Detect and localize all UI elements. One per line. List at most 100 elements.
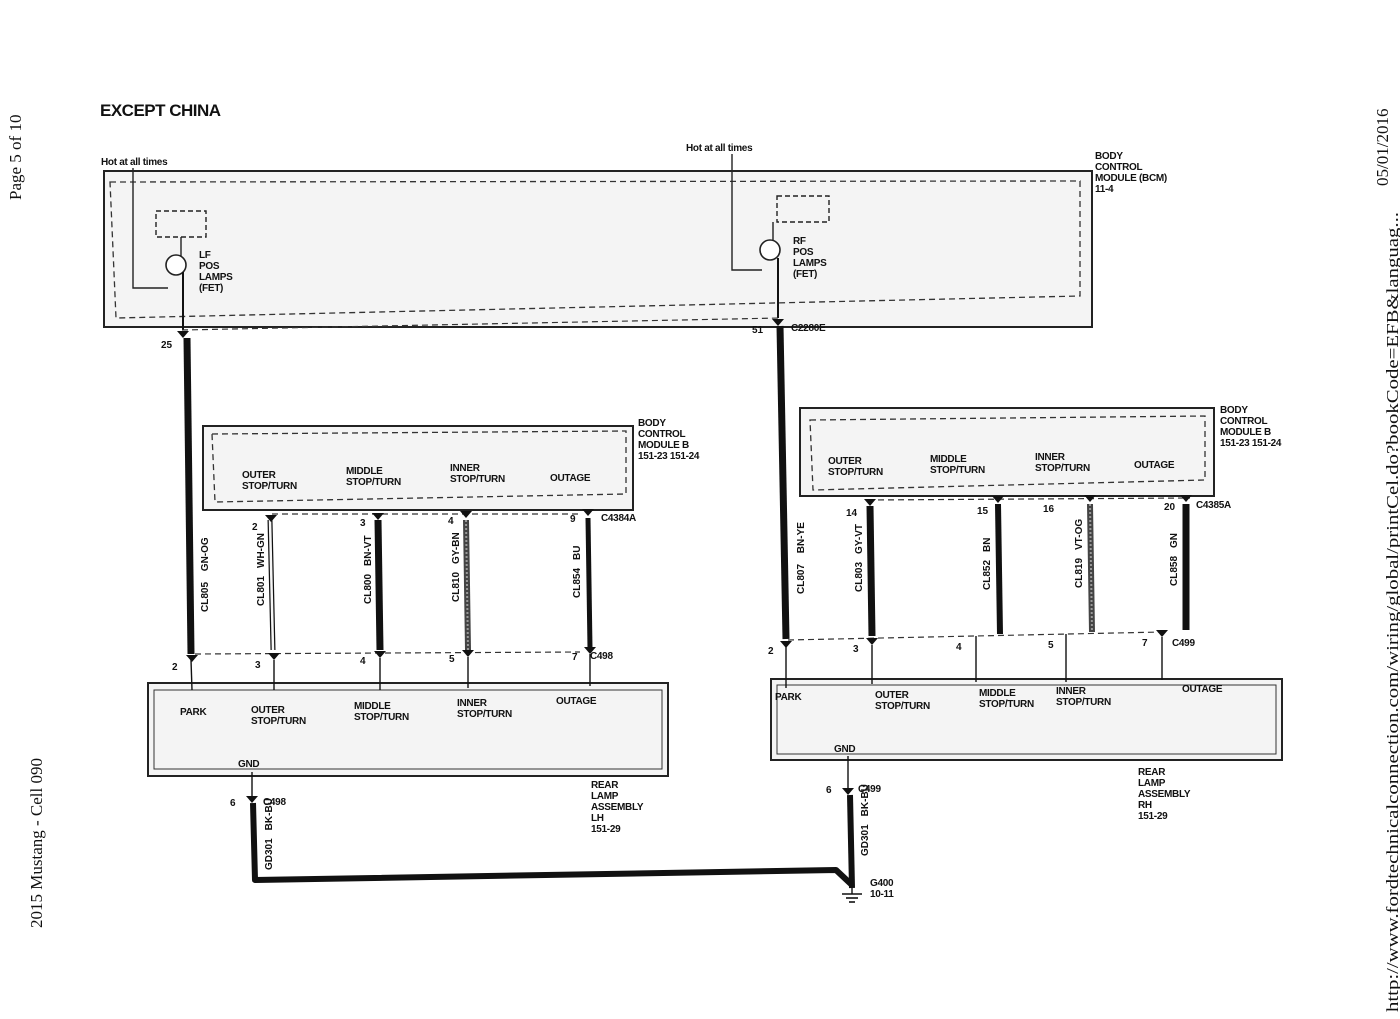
lh-assembly-label: REAR LAMP ASSEMBLY LH 151-29 bbox=[591, 780, 646, 835]
wire-label-cl852: CL852BN bbox=[982, 538, 993, 590]
page-number: Page 5 of 10 bbox=[6, 115, 25, 200]
body-control-module-b-right: BODY CONTROL MODULE B 151-23 151-24 bbox=[799, 405, 1282, 497]
pin-2: 2 bbox=[768, 646, 774, 657]
document-title: 2015 Mustang - Cell 090 bbox=[27, 758, 46, 928]
ground-wire-left: GND 6 C498 GD301BK-BU bbox=[230, 759, 855, 888]
g400-ref: 10-11 bbox=[870, 889, 894, 900]
park-label-right: PARK bbox=[775, 692, 802, 703]
pin-top: 2 bbox=[252, 522, 258, 533]
pin-bottom: 3 bbox=[853, 644, 859, 655]
c498-connector: C498 bbox=[590, 651, 613, 662]
pin-bottom: 5 bbox=[1048, 640, 1054, 651]
gnd-label-right: GND bbox=[834, 744, 855, 755]
wire-label-cl858: CL858GN bbox=[1169, 533, 1180, 586]
wire-label-cl807: CL807 BN-YE bbox=[796, 522, 807, 594]
pin-top: 14 bbox=[846, 508, 858, 519]
pin-bottom: 3 bbox=[255, 660, 261, 671]
lf-fet-label: LF POS LAMPS (FET) bbox=[199, 250, 235, 294]
wire-label-cl801: CL801WH-GN bbox=[256, 533, 267, 606]
rf-pos-lamps-fet: RF POS LAMPS (FET) bbox=[759, 195, 830, 280]
pin-top: 16 bbox=[1043, 504, 1055, 515]
g400-label: G400 bbox=[870, 878, 894, 889]
pin-bottom: 7 bbox=[1142, 638, 1148, 649]
wire-label-cl819: CL819VT-OG bbox=[1074, 519, 1085, 588]
park-wire-right: CL807 BN-YE 2 PARK bbox=[768, 325, 807, 703]
pin-top: 20 bbox=[1164, 502, 1176, 513]
pin-bottom: 4 bbox=[360, 656, 366, 667]
rear-lamp-assembly-lh: REAR LAMP ASSEMBLY LH 151-29 bbox=[147, 682, 669, 835]
gnd-pin-right: 6 bbox=[826, 785, 832, 796]
gnd-pin-left: 6 bbox=[230, 798, 236, 809]
pin-top: 9 bbox=[570, 514, 576, 525]
pin-arrow bbox=[772, 319, 784, 326]
hot-label-left: Hot at all times bbox=[101, 157, 168, 168]
rh-assembly-label: REAR LAMP ASSEMBLY RH 151-29 bbox=[1138, 767, 1193, 822]
bcm-label: BODY CONTROL MODULE (BCM) 11-4 bbox=[1095, 151, 1169, 195]
body-control-module: BODY CONTROL MODULE (BCM) 11-4 bbox=[103, 151, 1169, 328]
signal-wire-lh-outage: OUTAGE 9 7 CL854BU OUTAGE C4384A C498 bbox=[550, 473, 636, 707]
c4384a-connector: C4384A bbox=[601, 513, 636, 524]
wire-label-cl800: CL800BN-VT bbox=[363, 535, 374, 604]
wire-label-cl854: CL854BU bbox=[572, 546, 583, 598]
diagram-title: EXCEPT CHINA bbox=[100, 101, 221, 120]
top-label: OUTAGE bbox=[550, 473, 591, 484]
rf-fet-label: RF POS LAMPS (FET) bbox=[793, 236, 829, 280]
source-url: http://www.fordtechnicalconnection.com/w… bbox=[1383, 212, 1400, 1012]
ground-icon bbox=[842, 888, 862, 903]
park-label-left: PARK bbox=[180, 707, 207, 718]
print-date: 05/01/2016 bbox=[1373, 109, 1392, 186]
lf-pos-lamps-fet: LF POS LAMPS (FET) bbox=[155, 210, 235, 294]
gnd-connector-right: C499 bbox=[858, 784, 881, 795]
park-wire-left: CL805 GN-OG 2 PARK bbox=[172, 337, 211, 718]
signal-wire-rh-outage: OUTAGE 20 7 CL858GN OUTAGE C4385A C499 bbox=[1134, 460, 1231, 695]
pin-2: 2 bbox=[172, 662, 178, 673]
pin-bottom: 4 bbox=[956, 642, 962, 653]
wire-label-cl810: CL810GY-BN bbox=[451, 532, 462, 602]
c4385a-connector: C4385A bbox=[1196, 500, 1231, 511]
pin-51: 51 bbox=[752, 325, 764, 336]
ground-wire-right: GND 6 C499 GD301BK-BU bbox=[826, 744, 882, 889]
wire-label-gd301-right: GD301BK-BU bbox=[860, 784, 871, 856]
wire-label-cl803: CL803GY-VT bbox=[854, 524, 865, 592]
body-control-module-b-left: BODY CONTROL MODULE B 151-23 151-24 bbox=[202, 418, 700, 511]
gnd-connector-left: C498 bbox=[263, 797, 286, 808]
pin-top: 3 bbox=[360, 518, 366, 529]
hot-label-right: Hot at all times bbox=[686, 143, 753, 154]
bottom-label: OUTAGE bbox=[556, 696, 597, 707]
c2280e-connector: C2280E bbox=[791, 323, 826, 334]
pin-bottom: 7 bbox=[572, 652, 578, 663]
bottom-label: OUTAGE bbox=[1182, 684, 1223, 695]
wire-label-gd301-left: GD301BK-BU bbox=[264, 798, 275, 870]
pin-top: 4 bbox=[448, 516, 454, 527]
pin-25: 25 bbox=[161, 340, 173, 351]
pin-arrow bbox=[177, 331, 189, 338]
wire-label-cl805: CL805 GN-OG bbox=[200, 537, 211, 612]
top-label: OUTAGE bbox=[1134, 460, 1175, 471]
pin-bottom: 5 bbox=[449, 654, 455, 665]
pin-top: 15 bbox=[977, 506, 989, 517]
bcmb-left-label: BODY CONTROL MODULE B 151-23 151-24 bbox=[638, 418, 700, 462]
c499-connector: C499 bbox=[1172, 638, 1195, 649]
rear-lamp-assembly-rh: REAR LAMP ASSEMBLY RH 151-29 bbox=[770, 678, 1283, 822]
bcmb-right-label: BODY CONTROL MODULE B 151-23 151-24 bbox=[1220, 405, 1282, 449]
gnd-label-left: GND bbox=[238, 759, 259, 770]
